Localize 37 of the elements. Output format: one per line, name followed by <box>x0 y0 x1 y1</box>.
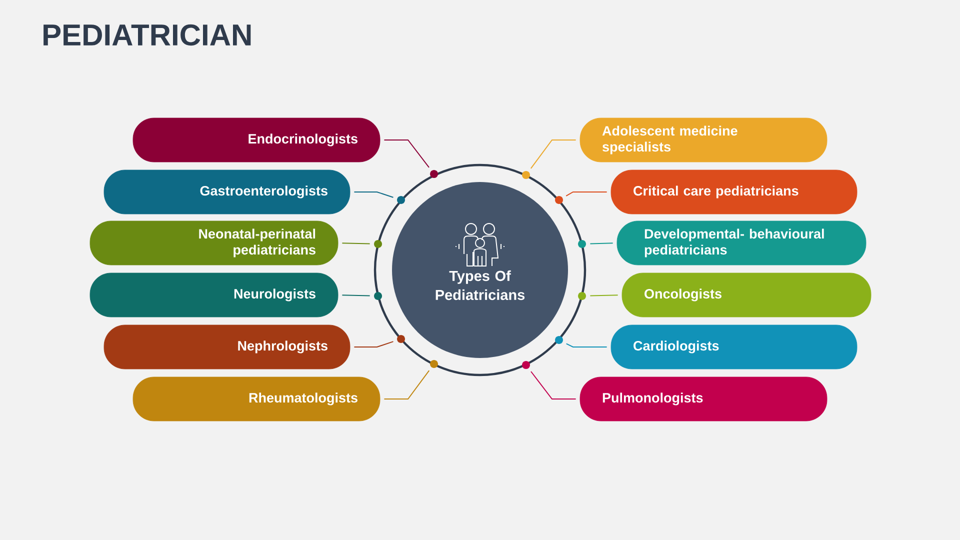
label-pill: Oncologists <box>622 272 872 318</box>
label-pill: Neurologists <box>90 272 338 318</box>
label-pill: Rheumatologists <box>132 376 380 422</box>
ring-dot <box>397 196 405 204</box>
label-pill: Cardiologists <box>610 324 858 370</box>
leader-line <box>530 140 576 169</box>
leader-line <box>384 370 430 400</box>
ring-dot <box>578 240 586 248</box>
ring-dot <box>578 292 586 300</box>
label-pill: Gastroenterologists <box>104 170 350 214</box>
ring-dot <box>555 336 563 344</box>
leader-line <box>566 343 608 348</box>
label-pill: Endocrinologists <box>132 118 380 162</box>
ring-dot <box>522 361 530 369</box>
ring-dot <box>430 360 438 368</box>
ring-dot <box>555 196 563 204</box>
leader-line <box>354 341 394 348</box>
leader-line <box>530 371 576 400</box>
label-pill: Adolescent medicine specialists <box>580 118 828 162</box>
ring-dot <box>522 171 530 179</box>
slide-title: PEDIATRICIAN <box>44 24 251 46</box>
label-pill: Critical care pediatricians <box>610 170 858 214</box>
leader-line <box>590 294 618 296</box>
ring-dot <box>430 170 438 178</box>
label-pill: Developmental- behavioural pediatricians <box>616 220 866 266</box>
label-pill: Neonatal-perinatal pediatricians <box>90 220 338 266</box>
ring-dot <box>374 240 382 248</box>
label-pill: Pulmonologists <box>580 376 828 422</box>
leader-line <box>354 192 394 198</box>
ring-dot <box>374 292 382 300</box>
leader-line <box>590 242 614 244</box>
leader-line <box>342 242 370 244</box>
label-pill: Nephrologists <box>104 324 350 370</box>
leader-line <box>342 294 370 296</box>
ring-dot <box>397 335 405 343</box>
leader-line <box>384 140 430 168</box>
leader-line <box>566 192 608 196</box>
